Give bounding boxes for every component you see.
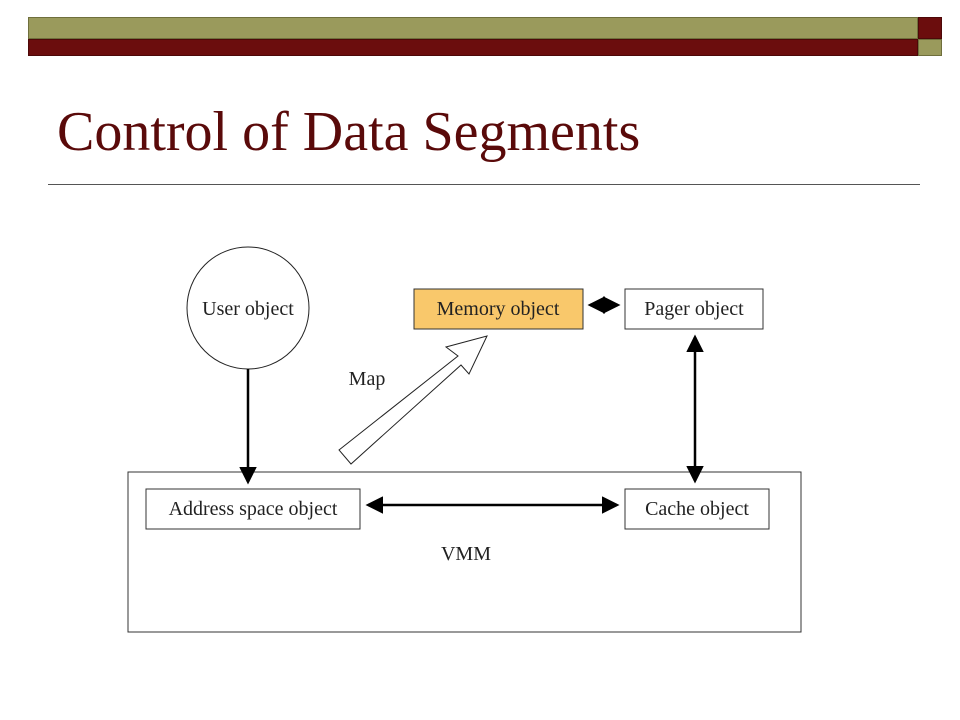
address-space-object-node: Address space object [145,488,361,530]
title-divider [48,184,920,185]
pager-object-label: Pager object [644,298,744,320]
address-space-object-label: Address space object [169,498,338,520]
user-object-label: User object [202,298,294,320]
user-object-node: User object [186,246,310,370]
slide-title: Control of Data Segments [57,101,641,163]
cache-object-node: Cache object [624,488,770,530]
map-label: Map [349,368,386,390]
vmm-label: VMM [441,543,491,565]
header-bar-olive [28,17,918,39]
memory-object-node: Memory object [413,288,584,330]
header-corner-maroon [918,17,942,39]
map-block-arrow [338,335,488,465]
header-bar-maroon [28,39,918,56]
cache-object-label: Cache object [645,498,749,520]
header-corner-olive [918,39,942,56]
pager-object-node: Pager object [624,288,764,330]
memory-object-label: Memory object [437,298,560,320]
